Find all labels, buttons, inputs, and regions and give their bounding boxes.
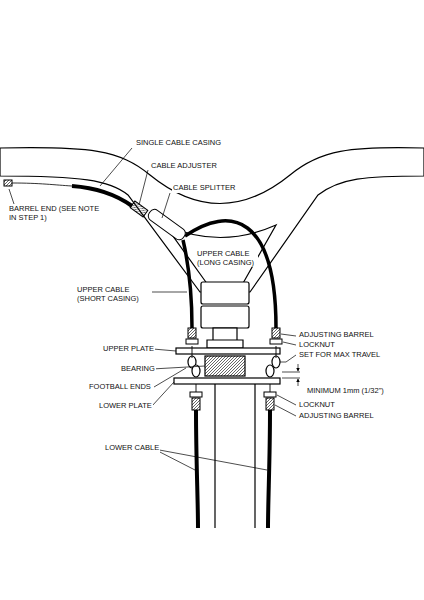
- cable-into-plate: [192, 346, 276, 392]
- long-casing: [185, 221, 276, 328]
- adjusting-barrel: [266, 398, 274, 410]
- lower-plate: [174, 378, 280, 384]
- barrel-end: [4, 180, 12, 186]
- locknut: [270, 339, 282, 344]
- part-label: UPPER CABLE (SHORT CASING): [76, 286, 148, 303]
- adjusting-barrel: [192, 398, 200, 410]
- leader-lines: [9, 148, 300, 470]
- part-label: UPPER CABLE (LONG CASING): [196, 250, 258, 267]
- part-label: MINIMUM 1mm (1/32"): [306, 387, 385, 396]
- stem-tube: [215, 384, 255, 528]
- stem-clamp: [201, 306, 249, 328]
- inner-cable: [12, 183, 72, 186]
- locknut: [264, 392, 276, 397]
- part-label: ADJUSTING BARREL: [298, 412, 375, 421]
- part-label: CABLE SPLITTER: [172, 184, 237, 193]
- part-label: FOOTBALL ENDS: [88, 383, 152, 392]
- short-casing: [183, 240, 192, 328]
- cable-splitter: [146, 207, 187, 241]
- cable-adjuster: [130, 201, 148, 217]
- single-casing: [72, 186, 132, 206]
- part-label: ADJUSTING BARREL: [298, 331, 375, 340]
- part-label: BARREL END (SEE NOTE IN STEP 1): [8, 205, 102, 222]
- stem-clamp: [201, 282, 249, 304]
- part-label: UPPER PLATE: [102, 345, 155, 354]
- bearing: [205, 356, 245, 376]
- part-label: SINGLE CABLE CASING: [135, 139, 222, 148]
- headset-cup: [207, 340, 243, 348]
- locknut: [186, 339, 198, 344]
- handlebar: [0, 148, 424, 292]
- locknut: [190, 392, 202, 397]
- part-label: LOWER CABLE: [104, 444, 160, 453]
- part-label: LOCKNUT: [298, 401, 336, 410]
- football-end: [266, 365, 274, 377]
- part-label: SET FOR MAX TRAVEL: [298, 351, 381, 360]
- lower-cable: [196, 410, 270, 528]
- part-label: BEARING: [120, 365, 156, 374]
- part-label: LOWER PLATE: [98, 402, 153, 411]
- adjusting-barrel: [188, 328, 196, 338]
- adjusting-barrel: [272, 328, 280, 338]
- part-label: CABLE ADJUSTER: [150, 162, 218, 171]
- part-label: LOCKNUT: [298, 341, 336, 350]
